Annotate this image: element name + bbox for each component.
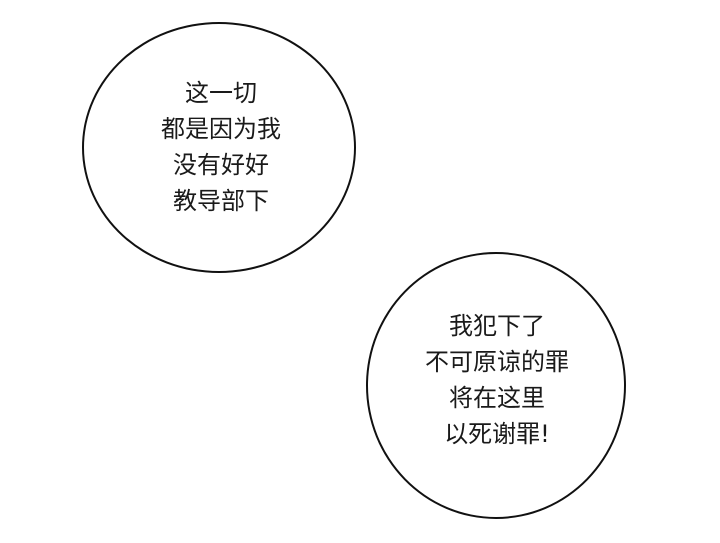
bubble-line: 我犯下了 [449,311,545,340]
bubble-line: 以死谢罪! [444,419,550,448]
speech-bubble-text: 这一切 都是因为我 没有好好 教导部下 [161,75,281,219]
bubble-line: 教导部下 [173,186,269,215]
bubble-line: 没有好好 [173,150,269,179]
bubble-line: 不可原谅的罪 [425,347,569,376]
bubble-line: 将在这里 [449,383,545,412]
speech-bubble-1: 这一切 都是因为我 没有好好 教导部下 [82,22,356,273]
bubble-line: 这一切 [185,78,257,107]
speech-bubble-text: 我犯下了 不可原谅的罪 将在这里 以死谢罪! [425,308,569,452]
speech-bubble-2: 我犯下了 不可原谅的罪 将在这里 以死谢罪! [366,252,626,519]
bubble-line: 都是因为我 [161,114,281,143]
